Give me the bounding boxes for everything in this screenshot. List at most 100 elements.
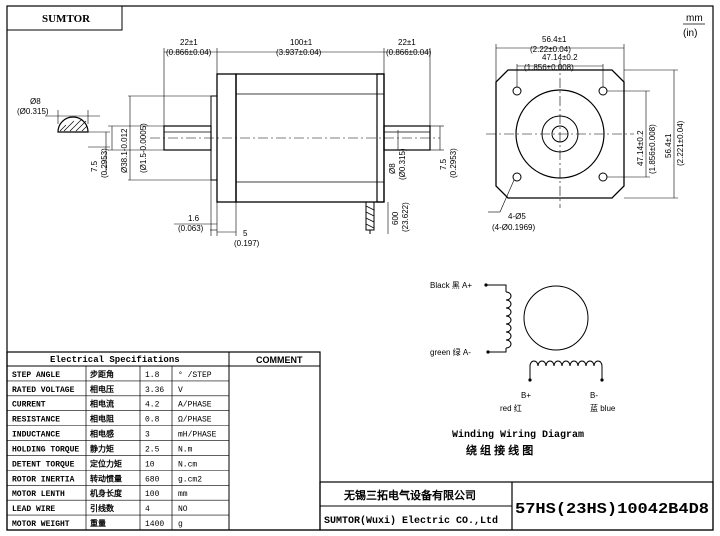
spec-unit: N.cm	[178, 460, 197, 469]
dim-lead-length-in: (23.622)	[401, 202, 410, 232]
front-height: 56.4±1	[664, 133, 673, 158]
wiring-title-en: Winding Wiring Diagram	[452, 429, 584, 441]
spec-table-grid	[6, 351, 321, 531]
spec-unit: N.m	[178, 445, 193, 454]
dim-shaft-dia-right: Ø8	[388, 163, 397, 174]
spec-value: 3	[145, 431, 150, 440]
title-block	[319, 481, 714, 531]
spec-label-en: CURRENT	[12, 401, 46, 410]
units-mm: mm	[686, 13, 703, 24]
dim-pilot-length: 5	[243, 229, 248, 238]
wire-green-label: green 绿 A-	[430, 348, 471, 357]
spec-comment-header: COMMENT	[256, 355, 303, 365]
company-name-en: SUMTOR(Wuxi) Electric CO.,Ltd	[324, 515, 498, 527]
spec-label-en: HOLDING TORQUE	[12, 445, 79, 454]
section-dia: Ø8	[30, 97, 41, 106]
spec-value: 3.36	[145, 386, 164, 395]
dim-flange-thickness: 1.6	[188, 214, 200, 223]
spec-unit: g	[178, 520, 183, 529]
front-width: 56.4±1	[542, 35, 567, 44]
wire-bminus-label: B-	[590, 391, 598, 400]
section-flat-in: (0.2953)	[100, 148, 109, 178]
brand-box	[6, 5, 123, 31]
spec-value: 4.2	[145, 401, 160, 410]
spec-value: 1.8	[145, 371, 160, 380]
spec-label-cn: 静力矩	[90, 443, 114, 453]
spec-label-en: STEP ANGLE	[12, 371, 60, 380]
spec-value: 10	[145, 460, 155, 469]
spec-label-en: MOTOR WEIGHT	[12, 520, 70, 529]
spec-unit: g.cm2	[178, 475, 202, 484]
dim-flat-right: 7.5	[439, 158, 448, 170]
spec-label-en: RESISTANCE	[12, 416, 60, 425]
front-width-in: (2.22±0.04)	[530, 45, 571, 54]
spec-value: 1400	[145, 520, 164, 529]
spec-value: 0.8	[145, 416, 160, 425]
dim-pilot-dia-in: (Ø1.5-0.0005)	[139, 123, 148, 173]
spec-label-en: MOTOR LENTH	[12, 490, 65, 499]
spec-label-cn: 相电流	[90, 399, 114, 409]
front-hole-spacing-v-in: (1.856±0.008)	[648, 124, 657, 174]
spec-label-en: DETENT TORQUE	[12, 460, 75, 469]
spec-unit: mH/PHASE	[178, 431, 217, 440]
spec-label-cn: 引线数	[90, 503, 115, 513]
spec-unit: ° /STEP	[178, 371, 212, 380]
wire-red-label: red 红	[500, 403, 522, 413]
model-number: 57HS(23HS)10042B4D8	[515, 501, 709, 518]
dim-right-shaft: 22±1	[398, 38, 416, 47]
spec-unit: Ω/PHASE	[178, 416, 212, 425]
company-name-cn: 无锡三拓电气设备有限公司	[343, 488, 476, 502]
spec-unit: mm	[178, 490, 188, 499]
shaft-cross-section	[45, 110, 110, 172]
wire-blue-label: 蓝 blue	[590, 403, 616, 413]
spec-label-cn: 步距角	[90, 369, 114, 379]
brand-label: SUMTOR	[42, 13, 91, 25]
spec-value: 680	[145, 475, 160, 484]
spec-unit: V	[178, 386, 183, 395]
front-view	[486, 60, 634, 208]
spec-label-en: LEAD WIRE	[12, 505, 55, 514]
spec-label-cn: 机身长度	[90, 488, 123, 498]
front-hole-spacing-v: 47.14±0.2	[636, 130, 645, 166]
spec-label-cn: 定位力矩	[89, 458, 122, 468]
spec-unit: NO	[178, 505, 188, 514]
dim-pilot-dia: Ø38.1-0.012	[120, 128, 129, 173]
spec-label-cn: 相电压	[90, 384, 114, 394]
spec-rows: STEP ANGLE 步距角 1.8 ° /STEP RATED VOLTAGE 相电压 3…	[12, 369, 217, 529]
spec-value: 100	[145, 490, 160, 499]
section-dia-in: (Ø0.315)	[17, 107, 49, 116]
dim-pilot-length-in: (0.197)	[234, 239, 260, 248]
side-dim-lines	[108, 48, 444, 236]
section-flat: 7.5	[90, 160, 99, 172]
wiring-diagram	[486, 284, 603, 380]
dim-flange-thickness-in: (0.063)	[178, 224, 204, 233]
spec-label-cn: 相电感	[90, 429, 114, 439]
dim-lead-length: 600	[391, 211, 400, 225]
spec-unit: A/PHASE	[178, 401, 212, 410]
side-view	[150, 73, 440, 234]
front-hole-spacing-in: (1.856±0.008)	[524, 63, 574, 72]
dim-flat-right-in: (0.2953)	[449, 148, 458, 178]
front-hole-spacing: 47.14±0.2	[542, 53, 578, 62]
front-holes: 4-Ø5	[508, 212, 526, 221]
front-height-in: (2.221±0.04)	[676, 120, 685, 166]
spec-label-en: RATED VOLTAGE	[12, 386, 75, 395]
spec-label-cn: 相电阻	[90, 414, 114, 424]
dim-shaft-dia-right-in: (Ø0.315)	[398, 148, 407, 180]
dim-body-length-in: (3.937±0.04)	[276, 48, 322, 57]
front-dim-lines	[488, 44, 678, 213]
spec-value: 4	[145, 505, 150, 514]
wiring-title-cn: 绕 组 接 线 图	[466, 443, 533, 457]
spec-value: 2.5	[145, 445, 160, 454]
wire-black-label: Black 黑 A+	[430, 281, 472, 290]
spec-label-en: INDUCTANCE	[12, 431, 60, 440]
dim-body-length: 100±1	[290, 38, 313, 47]
spec-label-cn: 重量	[90, 518, 106, 528]
dim-left-shaft-in: (0.866±0.04)	[166, 48, 212, 57]
spec-label-cn: 转动惯量	[90, 473, 122, 483]
spec-label-en: ROTOR INERTIA	[12, 475, 75, 484]
dim-right-shaft-in: (0.866±0.04)	[386, 48, 432, 57]
units-in: (in)	[683, 28, 697, 39]
front-holes-in: (4-Ø0.1969)	[492, 223, 535, 232]
